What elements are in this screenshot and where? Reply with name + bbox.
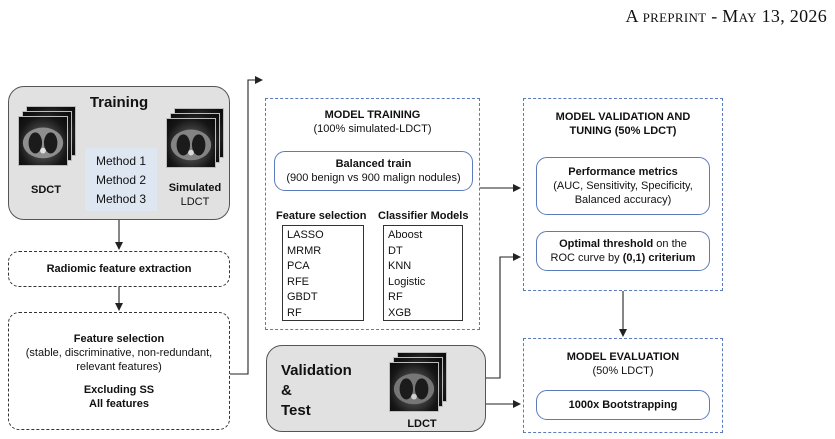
radiomic-extraction-box: Radiomic feature extraction (8, 251, 230, 287)
classifier-item: RF (388, 291, 403, 304)
optimal-threshold-box: Optimal threshold on the ROC curve by (0… (536, 231, 710, 271)
model-training-box: MODEL TRAINING (100% simulated-LDCT) Bal… (265, 98, 480, 330)
sdct-label: SDCT (31, 184, 61, 196)
feature-method-list: LASSO MRMR PCA RFE GBDT RF (282, 225, 364, 321)
feature-selection-header: Feature selection (276, 210, 367, 222)
bootstrapping-label: 1000x Bootstrapping (568, 399, 678, 411)
classifier-list: Aboost DT KNN Logistic RF XGB (383, 225, 463, 321)
criterium-text: (0,1) criterium (622, 252, 696, 264)
method-3-label: Method 3 (95, 192, 147, 206)
performance-metrics-box: Performance metrics (AUC, Sensitivity, S… (536, 157, 710, 215)
feature-selection-title: Feature selection (73, 332, 165, 345)
feature-selection-box: Feature selection (stable, discriminativ… (8, 312, 230, 430)
feature-method-item: RFE (287, 275, 309, 288)
classifier-item: XGB (388, 306, 412, 319)
validation-tuning-box: MODEL VALIDATION AND TUNING (50% LDCT) P… (523, 98, 723, 291)
optimal-threshold-rest: on the (653, 238, 687, 250)
ct-scan-icon (18, 116, 68, 166)
feature-method-item: GBDT (287, 291, 318, 304)
model-evaluation-box: MODEL EVALUATION (50% LDCT) 1000x Bootst… (523, 338, 723, 433)
model-training-title: MODEL TRAINING (324, 109, 421, 121)
validation-test-panel: Validation & Test LDCT (266, 345, 486, 432)
simulated-label: Simulated (168, 182, 222, 194)
optimal-threshold-line2: ROC curve by (0,1) criterium (551, 251, 696, 265)
balanced-train-desc: (900 benign vs 900 malign nodules) (286, 172, 461, 184)
ldct-label: LDCT (407, 418, 437, 430)
classifier-item: Logistic (388, 275, 426, 288)
feature-selection-desc: (stable, discriminative, non-redundant, … (25, 346, 213, 373)
optimal-threshold-line1: Optimal threshold on the (559, 237, 687, 251)
model-evaluation-subtitle: (50% LDCT) (592, 365, 654, 377)
feature-method-item: RF (287, 306, 302, 319)
classifier-item: Aboost (388, 229, 423, 241)
validation-tuning-title: MODEL VALIDATION AND (555, 111, 691, 123)
arrow-test-to-tuning (486, 253, 521, 379)
balanced-train-title: Balanced train (335, 158, 412, 170)
simulated-sublabel: LDCT (180, 196, 210, 208)
methods-box: Method 1 Method 2 Method 3 (85, 148, 157, 211)
feature-method-item: MRMR (287, 244, 322, 257)
performance-metrics-desc: (AUC, Sensitivity, Specificity, Balanced… (553, 180, 693, 206)
excluding-ss-label: Excluding SS (83, 383, 155, 396)
bootstrapping-box: 1000x Bootstrapping (536, 390, 710, 420)
validation-label: Validation (281, 362, 352, 379)
performance-metrics-title: Performance metrics (568, 166, 678, 178)
page-header: A preprint - May 13, 2026 (625, 6, 827, 26)
model-training-subtitle: (100% simulated-LDCT) (313, 123, 432, 135)
validation-tuning-subtitle: TUNING (50% LDCT) (569, 125, 677, 137)
feature-method-item: PCA (287, 260, 310, 273)
roc-curve-text: ROC curve by (550, 252, 623, 264)
ct-scan-icon (389, 362, 439, 412)
all-features-label: All features (89, 397, 149, 410)
ct-scan-icon (166, 118, 216, 168)
arrow-selection-to-model-training (227, 76, 263, 375)
optimal-threshold-bold: Optimal threshold (559, 238, 654, 250)
test-label: Test (281, 402, 311, 419)
balanced-train-box: Balanced train (900 benign vs 900 malign… (274, 151, 473, 191)
training-panel: Training SDCT Method 1 Method 2 Method 3… (8, 86, 230, 220)
radiomic-label: Radiomic feature extraction (46, 263, 192, 275)
classifier-item: KNN (388, 260, 412, 273)
classifier-item: DT (388, 244, 403, 257)
feature-method-item: LASSO (287, 229, 324, 241)
method-2-label: Method 2 (95, 173, 147, 187)
training-title: Training (89, 94, 149, 111)
classifier-header: Classifier Models (378, 210, 469, 222)
method-1-label: Method 1 (95, 154, 147, 168)
model-evaluation-title: MODEL EVALUATION (566, 351, 680, 363)
ampersand-label: & (281, 382, 292, 399)
